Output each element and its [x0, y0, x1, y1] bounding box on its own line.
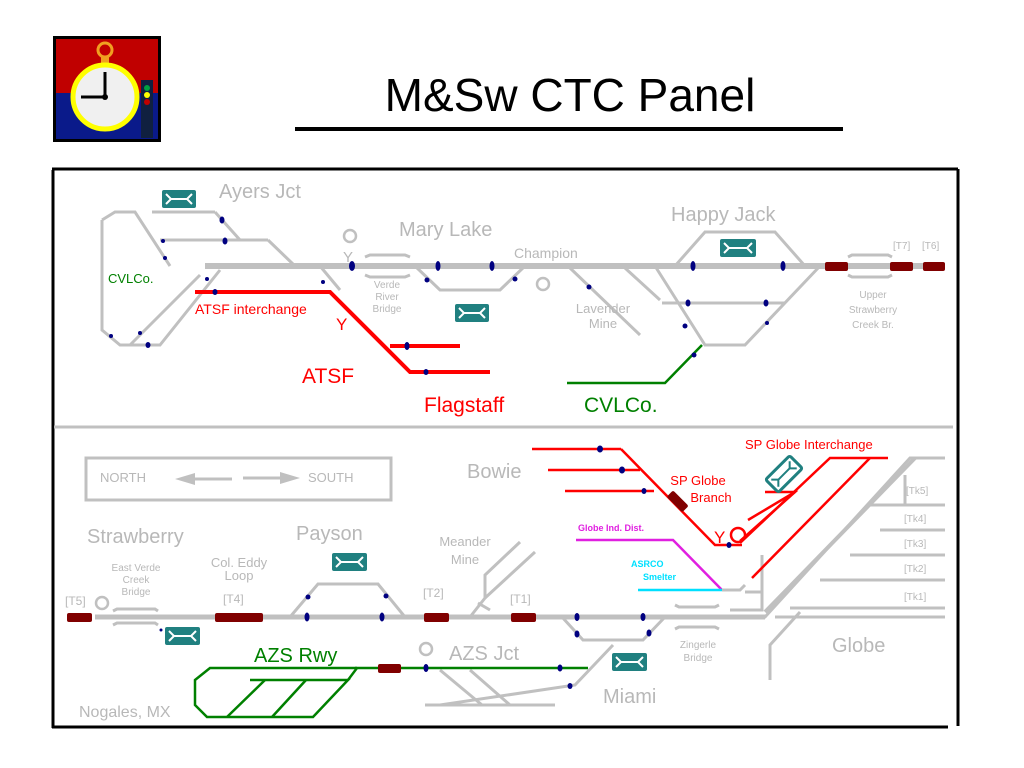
t7-label: [T7]: [893, 241, 910, 252]
north-tracks: [100, 210, 945, 347]
svg-text:Smelter: Smelter: [643, 572, 677, 582]
envelope-icon[interactable]: [165, 627, 200, 645]
cvlco-bottom-label: CVLCo.: [584, 394, 658, 417]
atsf-label: ATSF: [302, 365, 354, 388]
cvlco-left-label: CVLCo.: [108, 271, 154, 286]
page-title: M&Sw CTC Panel: [384, 69, 756, 121]
svg-text:Bridge: Bridge: [684, 653, 713, 664]
svg-text:[Tk5]: [Tk5]: [906, 486, 928, 497]
south-label: SOUTH: [308, 470, 354, 485]
svg-text:Lavender: Lavender: [576, 301, 631, 316]
signal-ring-icon[interactable]: [342, 228, 551, 292]
station-globe: Globe: [832, 635, 885, 657]
sp-globe-interchange-label: SP Globe Interchange: [745, 437, 873, 452]
wye-label: Y: [336, 315, 347, 334]
south-tracks: [95, 456, 945, 707]
svg-text:Col. Eddy: Col. Eddy: [211, 555, 268, 570]
upper-strawberry-label: Upper Strawberry Creek Br.: [849, 290, 897, 331]
lavender-mine-label: Lavender Mine: [576, 301, 631, 331]
svg-text:[Tk1]: [Tk1]: [904, 592, 926, 603]
station-miami: Miami: [603, 686, 656, 708]
switch-points-north: [109, 216, 786, 375]
svg-text:Strawberry: Strawberry: [849, 305, 897, 316]
arrow-left-icon: [175, 473, 232, 485]
zingerle-bridge-label: Zingerle Bridge: [680, 640, 717, 664]
sp-globe-branch-label: SP Globe Branch: [670, 473, 731, 505]
cvlco-track: [567, 344, 703, 385]
svg-text:ASRCO: ASRCO: [631, 559, 664, 569]
t6-label: [T6]: [922, 241, 939, 252]
north-label: NORTH: [100, 470, 146, 485]
atsf-track: [195, 290, 490, 374]
station-payson: Payson: [296, 523, 363, 545]
east-verde-label: East Verde Creek Bridge: [112, 563, 161, 598]
envelope-icon[interactable]: [455, 304, 489, 322]
meander-mine-label: Meander Mine: [439, 534, 491, 567]
svg-text:Creek Br.: Creek Br.: [852, 320, 894, 331]
station-ayers-jct: Ayers Jct: [219, 181, 301, 203]
pocket-watch-signal-icon: [53, 36, 161, 142]
envelope-icon[interactable]: [162, 190, 196, 208]
svg-text:Meander: Meander: [439, 534, 491, 549]
svg-text:Bridge: Bridge: [373, 304, 402, 315]
svg-text:Branch: Branch: [690, 490, 731, 505]
svg-text:Bridge: Bridge: [122, 587, 151, 598]
svg-text:[Tk2]: [Tk2]: [904, 564, 926, 575]
arrow-right-icon: [243, 472, 300, 484]
title-underline: [295, 127, 843, 131]
svg-text:SP Globe: SP Globe: [670, 473, 725, 488]
envelope-icon[interactable]: [720, 239, 756, 257]
signal-ring-icon[interactable]: [94, 595, 434, 657]
svg-text:Zingerle: Zingerle: [680, 640, 717, 651]
globe-track-labels: [Tk5] [Tk4] [Tk3] [Tk2] [Tk1]: [904, 486, 928, 603]
sp-globe-branch-track: [532, 447, 888, 579]
switch-points-south: [159, 445, 732, 689]
t2-label: [T2]: [423, 586, 444, 600]
flagstaff-label: Flagstaff: [424, 394, 504, 417]
globe-ind-dist-track: [576, 538, 723, 591]
envelope-icon[interactable]: [612, 653, 647, 671]
svg-text:[Tk4]: [Tk4]: [904, 514, 926, 525]
envelope-icon[interactable]: [764, 454, 804, 494]
envelope-icon[interactable]: [332, 553, 367, 571]
direction-box: NORTH SOUTH: [84, 456, 393, 502]
verde-river-bridge-label: Verde River Bridge: [373, 280, 402, 315]
asrco-connector: [722, 583, 747, 592]
svg-text:Verde: Verde: [374, 280, 401, 291]
station-azs-jct: AZS Jct: [449, 643, 519, 665]
station-bowie: Bowie: [467, 461, 521, 483]
station-strawberry: Strawberry: [87, 526, 184, 548]
station-happy-jack: Happy Jack: [671, 204, 776, 226]
globe-ind-dist-label: Globe Ind. Dist.: [578, 523, 644, 533]
t1-label: [T1]: [510, 592, 531, 606]
station-champion: Champion: [514, 245, 578, 261]
occupied-blocks-south: [67, 491, 688, 673]
svg-text:Loop: Loop: [225, 568, 254, 583]
panel-frame: [51, 167, 960, 729]
svg-text:Upper: Upper: [859, 290, 887, 301]
wye-label: Y: [714, 528, 725, 547]
t4-label: [T4]: [223, 592, 244, 606]
svg-text:Mine: Mine: [451, 552, 479, 567]
svg-text:Creek: Creek: [123, 575, 151, 586]
azs-rwy-label: AZS Rwy: [254, 645, 337, 667]
col-eddy-loop-label: Col. Eddy Loop: [211, 555, 268, 583]
station-mary-lake: Mary Lake: [399, 219, 492, 241]
svg-text:East Verde: East Verde: [112, 563, 161, 574]
nogales-label: Nogales, MX: [79, 704, 171, 721]
wye-label-gray: Y: [343, 249, 353, 266]
occupied-blocks-north: [825, 262, 945, 271]
svg-text:[Tk3]: [Tk3]: [904, 539, 926, 550]
signal-ring-icon[interactable]: [729, 526, 747, 544]
t5-label: [T5]: [65, 594, 86, 608]
asrco-smelter-label: ASRCO Smelter: [631, 559, 677, 582]
svg-text:Mine: Mine: [589, 316, 617, 331]
svg-text:River: River: [375, 292, 399, 303]
atsf-interchange-label: ATSF interchange: [195, 301, 307, 317]
